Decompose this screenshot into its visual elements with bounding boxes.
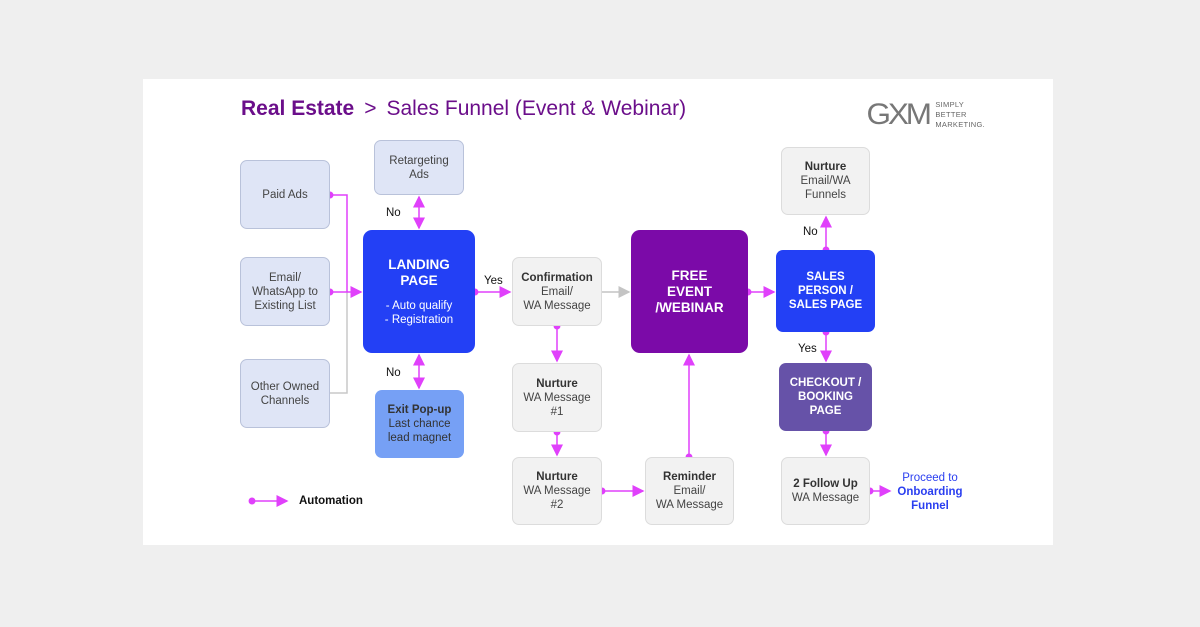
- node-landing-page: LANDING PAGE - Auto qualify - Registrati…: [363, 230, 475, 353]
- label-no-sales: No: [803, 226, 818, 238]
- node-title: EVENT: [666, 283, 712, 299]
- label-yes-sales: Yes: [798, 343, 817, 355]
- node-title: CHECKOUT /: [789, 377, 862, 389]
- gxm-logo: GXM SIMPLY BETTER MARKETING.: [866, 98, 985, 132]
- proceed-link: Onboarding: [897, 486, 963, 498]
- node-title: Reminder: [662, 471, 717, 483]
- node-text: WA Message: [655, 499, 724, 511]
- node-title: PAGE: [400, 272, 438, 288]
- node-title: FREE: [671, 267, 708, 283]
- label-yes-landing: Yes: [484, 275, 503, 287]
- node-title: Confirmation: [521, 271, 593, 284]
- node-text: WA Message: [791, 492, 860, 504]
- tagline-line: SIMPLY: [935, 100, 965, 109]
- node-text: #2: [550, 499, 564, 511]
- node-paid-ads: Paid Ads: [240, 160, 330, 229]
- node-text: Other Owned: [250, 380, 320, 393]
- node-text: WA Message: [523, 485, 591, 497]
- tagline-line: BETTER: [935, 110, 967, 119]
- node-title: BOOKING: [798, 391, 853, 403]
- node-follow-up: 2 Follow Up WA Message: [781, 457, 870, 525]
- node-text: WhatsApp to: [252, 285, 318, 298]
- node-title: PERSON /: [798, 285, 853, 297]
- node-text: Ads: [409, 168, 429, 181]
- node-nurture-2: Nurture WA Message #2: [512, 457, 602, 525]
- proceed-text: Proceed to: [902, 472, 958, 484]
- connector-other-owned: [330, 292, 348, 394]
- node-title: SALES PAGE: [788, 299, 863, 311]
- node-text: Email/WA: [800, 175, 851, 187]
- logo-mark: GXM: [866, 98, 932, 131]
- node-title: Nurture: [536, 471, 578, 483]
- tagline-line: MARKETING.: [935, 120, 986, 129]
- node-text: WA Message: [523, 299, 591, 312]
- node-title: Nurture: [536, 377, 578, 390]
- node-title: Nurture: [804, 161, 847, 173]
- node-title: Exit Pop-up: [387, 404, 452, 416]
- title-separator: >: [364, 97, 377, 120]
- title-secondary: Sales Funnel (Event & Webinar): [386, 97, 687, 120]
- node-text: Funnels: [805, 189, 846, 201]
- node-title: SALES: [806, 271, 845, 283]
- node-sales-person: SALES PERSON / SALES PAGE: [776, 250, 875, 332]
- node-text: Last chance: [388, 418, 451, 430]
- node-text: Email/: [673, 485, 706, 497]
- node-text: - Registration: [384, 313, 454, 326]
- node-text: - Auto qualify: [385, 299, 453, 312]
- page-title: Real Estate > Sales Funnel (Event & Webina…: [241, 97, 686, 121]
- proceed-link: Funnel: [911, 500, 949, 512]
- node-title: LANDING: [388, 256, 450, 272]
- node-checkout-booking: CHECKOUT / BOOKING PAGE: [779, 363, 872, 431]
- node-text: #1: [550, 405, 564, 418]
- logo-tagline: SIMPLY BETTER MARKETING.: [935, 100, 985, 130]
- node-title: /WEBINAR: [655, 299, 724, 315]
- node-title: 2 Follow Up: [793, 478, 858, 490]
- connector-paid-ads: [326, 191, 348, 292]
- node-text: Email/: [541, 285, 573, 298]
- legend-automation-label: Automation: [299, 495, 363, 507]
- node-text: Existing List: [254, 299, 316, 312]
- node-title: PAGE: [809, 405, 842, 417]
- node-text: WA Message: [523, 391, 591, 404]
- node-text: Channels: [260, 394, 310, 407]
- label-no-exit: No: [386, 367, 401, 379]
- node-text: lead magnet: [387, 432, 452, 444]
- node-text: Paid Ads: [262, 188, 308, 201]
- label-no-retargeting: No: [386, 207, 401, 219]
- node-text: Retargeting: [389, 154, 449, 167]
- node-text: Email/: [269, 271, 301, 284]
- title-primary: Real Estate: [241, 97, 355, 120]
